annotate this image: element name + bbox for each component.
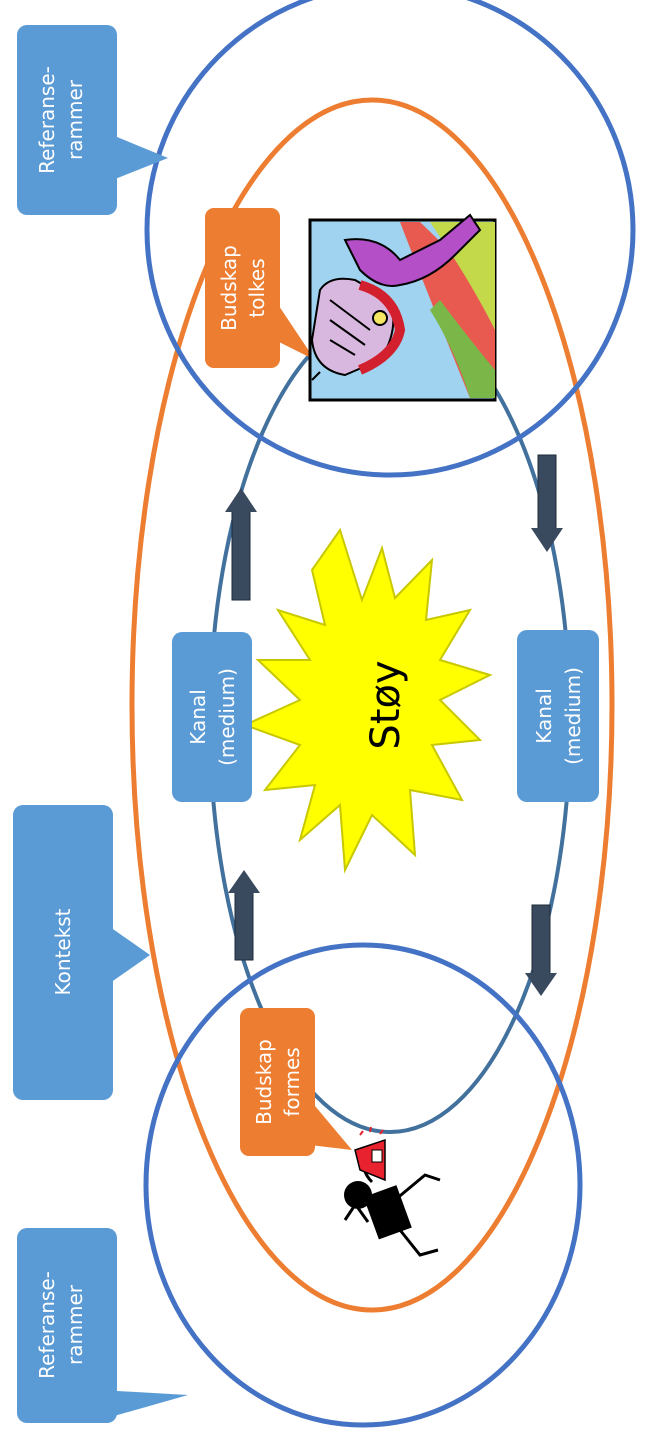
noise-starburst (242, 527, 493, 874)
message-interpreted-label-2: tolkes (245, 258, 269, 317)
message-interpreted-label-1: Budskap (217, 245, 241, 331)
reference-frame-label-bottom-1: Referanse- (35, 1271, 59, 1379)
reference-frame-label-top-2: rammer (63, 79, 87, 160)
reference-frame-callout-top: Referanse- rammer (17, 25, 168, 215)
channel-right-label-2: (medium) (561, 667, 585, 765)
message-formed-callout: Budskap formes (240, 1008, 352, 1156)
context-callout: Kontekst (13, 805, 150, 1100)
reference-frame-label-top-1: Referanse- (35, 66, 59, 174)
channel-left-label-1: Kanal (186, 689, 210, 745)
arrow-down-right-top (531, 454, 563, 552)
arrow-down-right-bottom (525, 904, 557, 996)
context-ellipse (129, 97, 615, 1313)
arrow-up-left-top (225, 488, 257, 601)
reference-circle-bottom (143, 942, 583, 1428)
noise-label: Støy (363, 660, 409, 749)
channel-box-left: Kanal (medium) (172, 632, 252, 802)
channel-box-right: Kanal (medium) (517, 630, 599, 802)
context-label: Kontekst (51, 908, 75, 995)
channel-left-label-2: (medium) (215, 668, 239, 766)
message-formed-label-2: formes (280, 1047, 304, 1116)
message-interpreted-callout: Budskap tolkes (205, 208, 315, 368)
arrow-up-left-bottom (228, 870, 260, 961)
message-formed-label-1: Budskap (252, 1039, 276, 1125)
receiver-clipart (308, 213, 497, 402)
reference-frame-callout-bottom: Referanse- rammer (17, 1228, 188, 1423)
reference-frame-label-bottom-2: rammer (63, 1284, 87, 1365)
sender-megaphone-clipart (343, 1126, 441, 1257)
reference-circle-top (144, 0, 636, 478)
channel-right-label-1: Kanal (532, 688, 556, 744)
